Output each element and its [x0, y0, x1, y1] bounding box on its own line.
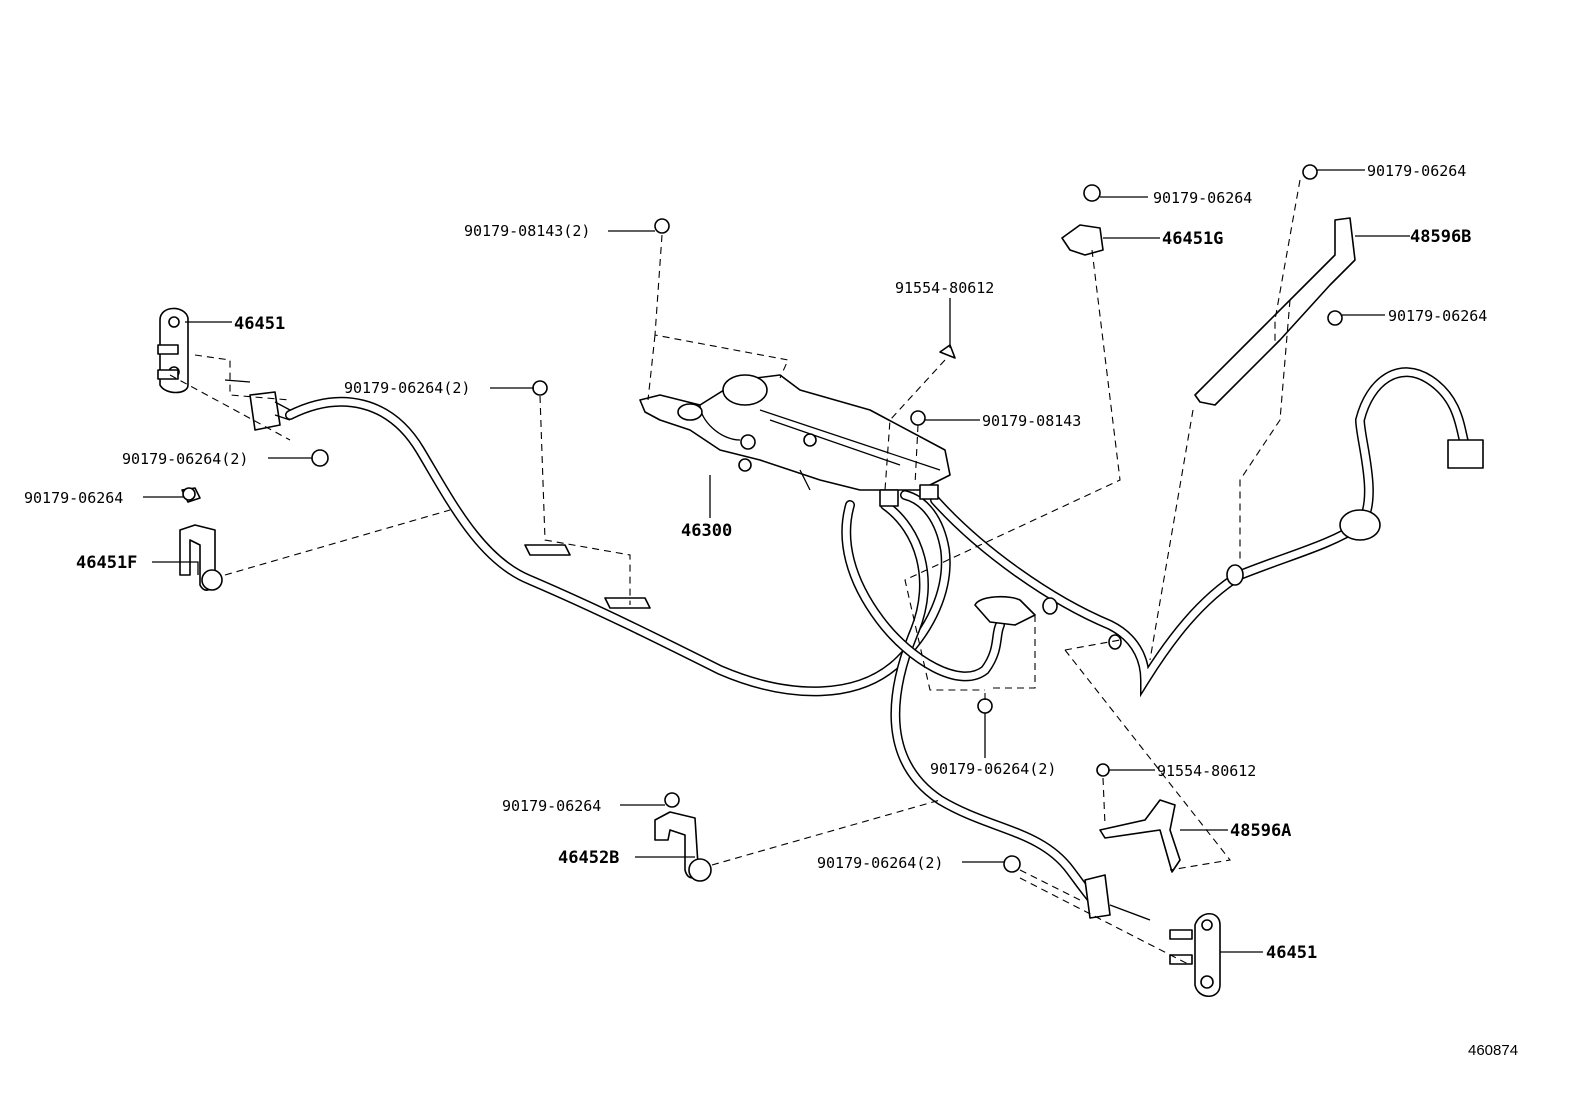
part-labels: 90179-08143(2) 91554-80612 46451 90179-0…: [24, 162, 1487, 963]
bracket-48596B: [1194, 164, 1356, 406]
label-90179-06264-bottom-left: 90179-06264: [502, 797, 601, 815]
assembly-lines: [169, 179, 1301, 966]
label-46300: 46300: [681, 521, 732, 541]
label-46452B: 46452B: [558, 848, 619, 868]
small-parts: [182, 218, 1484, 873]
label-46451-left: 46451: [234, 314, 285, 334]
label-48596B: 48596B: [1410, 227, 1471, 247]
leader-lines: [143, 169, 1410, 953]
label-90179-06264-2-left-mid: 90179-06264(2): [344, 379, 470, 397]
label-90179-06264-2-bottom: 90179-06264(2): [817, 854, 943, 872]
label-90179-06264-2-center-low: 90179-06264(2): [930, 760, 1056, 778]
label-90179-06264-left: 90179-06264: [24, 489, 123, 507]
bracket-46451-left: [157, 307, 291, 431]
label-90179-08143-2-top: 90179-08143(2): [464, 222, 590, 240]
label-46451F: 46451F: [76, 553, 137, 573]
label-48596A: 48596A: [1230, 821, 1291, 841]
label-90179-08143-center: 90179-08143: [982, 412, 1081, 430]
clip-46451G: [1061, 184, 1104, 256]
cable-assemblies: [285, 367, 1470, 910]
label-46451-right: 46451: [1266, 943, 1317, 963]
label-91554-80612-right: 91554-80612: [1157, 762, 1256, 780]
label-46451G: 46451G: [1162, 229, 1223, 249]
diagram-id: 460874: [1468, 1042, 1518, 1059]
clamp-46451F: [179, 487, 223, 591]
actuator-46300: [639, 374, 951, 507]
label-91554-80612-top: 91554-80612: [895, 279, 994, 297]
bracket-46451-right: [1084, 874, 1221, 998]
bracket-48596A: [1096, 763, 1181, 873]
label-90179-06264-right: 90179-06264: [1388, 307, 1487, 325]
label-90179-06264-46451G: 90179-06264: [1153, 189, 1252, 207]
label-90179-06264-top-right: 90179-06264: [1367, 162, 1466, 180]
label-90179-06264-2-left-low: 90179-06264(2): [122, 450, 248, 468]
clamp-46452B: [654, 792, 712, 882]
